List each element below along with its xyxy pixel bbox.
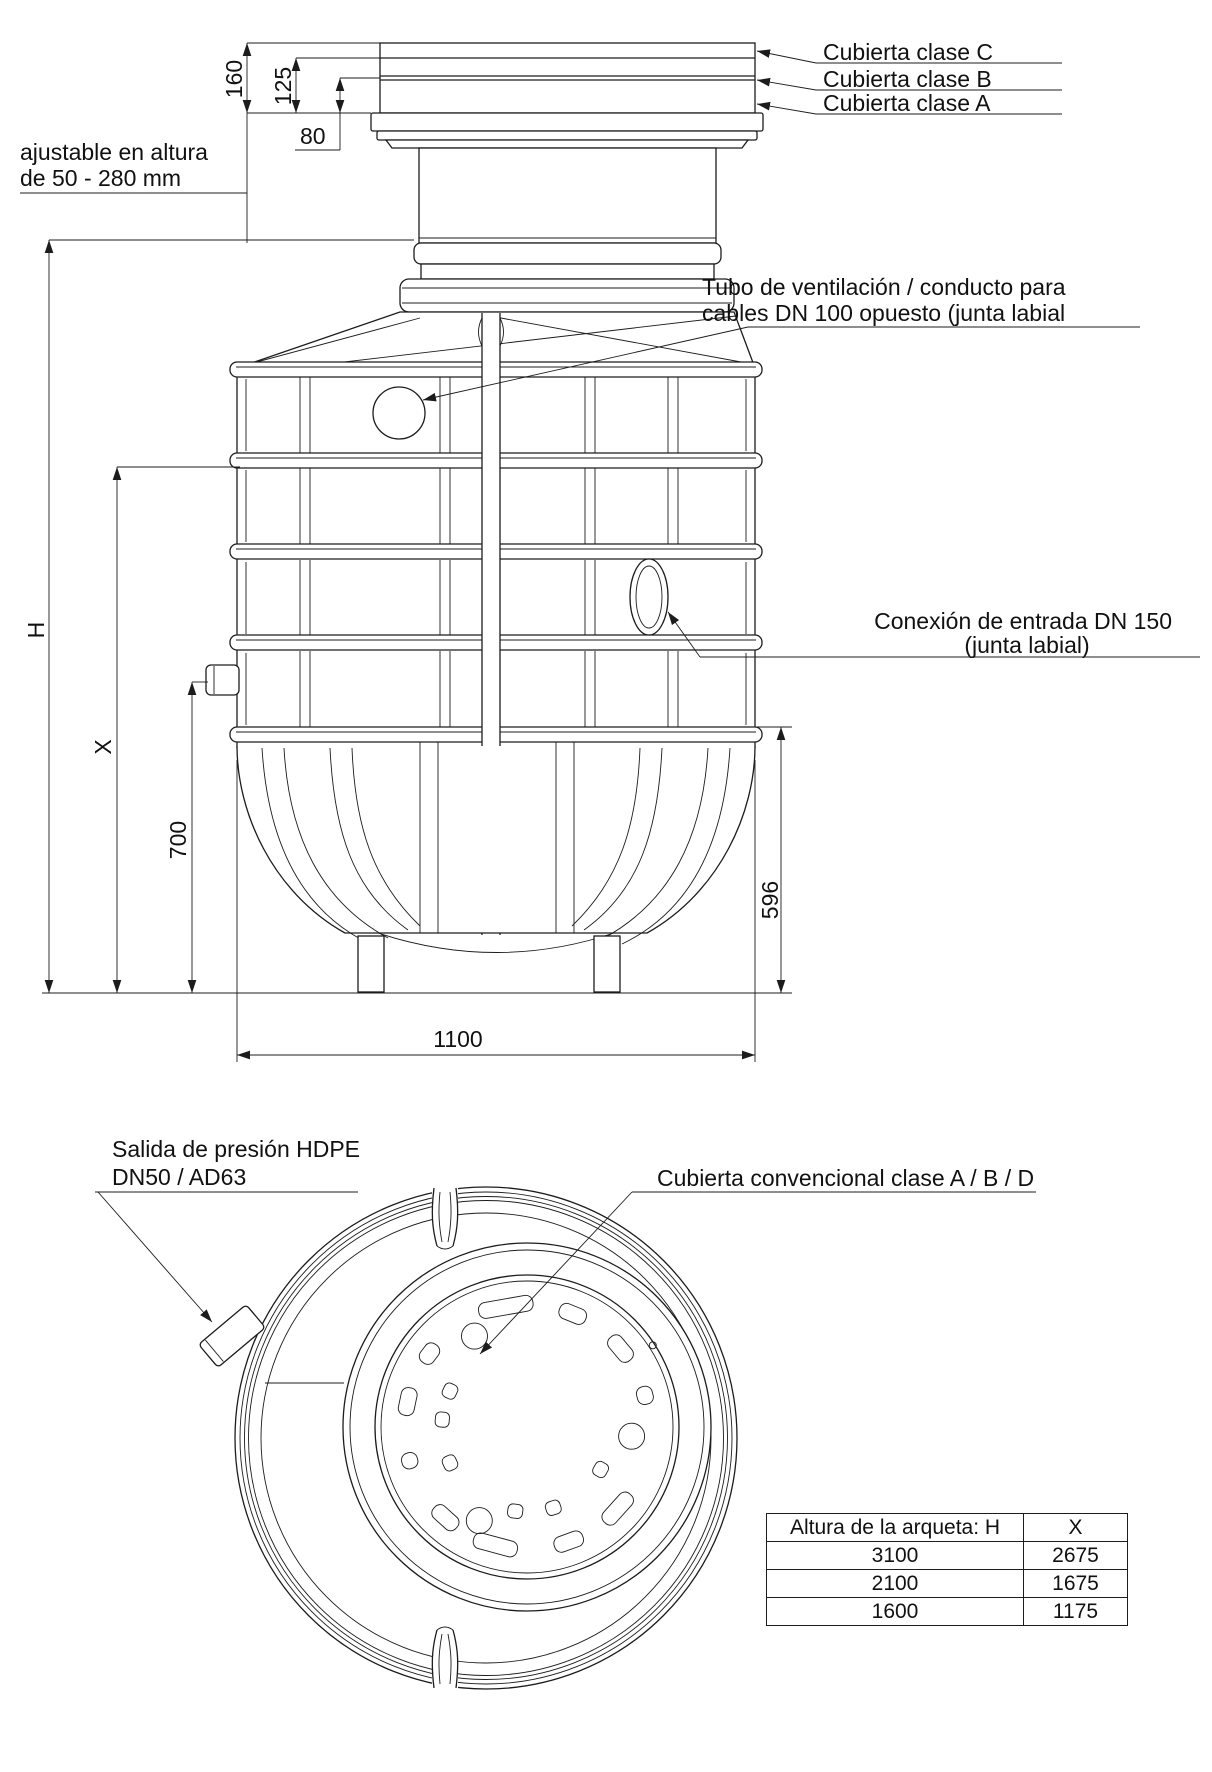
telescopic-cover <box>370 42 764 149</box>
tank-bottom <box>236 742 756 993</box>
table-cell: 2675 <box>1023 1541 1128 1570</box>
table-cell: 3100 <box>766 1541 1024 1570</box>
pressure-outlet-label-line2: DN50 / AD63 <box>112 1164 246 1190</box>
table-cell: 2100 <box>766 1569 1024 1598</box>
panel-ribs <box>245 377 747 727</box>
table-row: 3100 2675 <box>766 1541 1128 1570</box>
table-header-h: Altura de la arqueta: H <box>766 1513 1024 1542</box>
dim-H-label: H <box>23 622 49 639</box>
tank-outline-plan <box>234 1186 738 1690</box>
dim-1100-label: 1100 <box>433 1026 482 1052</box>
side-elevation-view: 160 125 80 ajustable en altura de 50 - 2… <box>20 39 1200 1062</box>
table-cell: 1175 <box>1023 1597 1128 1626</box>
pressure-outlet-label: Salida de presión HDPE DN50 / AD63 <box>95 1136 360 1323</box>
dimension-125: 125 <box>270 57 380 113</box>
dim-700-label: 700 <box>165 821 191 859</box>
pressure-outlet-stub-plan <box>199 1305 265 1367</box>
table-cell: 1600 <box>766 1597 1024 1626</box>
dimension-160: 160 <box>221 42 380 243</box>
dim-X-label: X <box>90 739 116 754</box>
vent-pipe-label-line2: cables DN 100 opuesto (junta labial <box>702 300 1065 326</box>
channel-notch-top <box>431 1186 459 1250</box>
dimension-1100: 1100 <box>236 760 756 1062</box>
inlet-label-line1: Conexión de entrada DN 150 <box>874 608 1172 634</box>
cover-class-b-text: Cubierta clase B <box>823 66 992 92</box>
dimension-H: H <box>23 239 414 993</box>
table-row: 2100 1675 <box>766 1569 1128 1598</box>
cover-class-c-label: Cubierta clase C <box>756 39 1062 65</box>
cover-class-a-label: Cubierta clase A <box>756 90 1062 116</box>
inlet-label-line2: (junta labial) <box>964 632 1089 658</box>
inlet-socket <box>629 558 669 636</box>
vent-pipe-label-line1: Tubo de ventilación / conducto para <box>702 274 1066 300</box>
dimension-596: 596 <box>757 726 792 993</box>
vent-pipe-label: Tubo de ventilación / conducto para cabl… <box>422 274 1140 402</box>
cover-slot-pattern <box>397 1294 657 1558</box>
tank-body <box>205 313 763 935</box>
dim-125-label: 125 <box>270 67 296 105</box>
dimension-X: X <box>90 466 240 993</box>
riser-neck <box>399 147 735 313</box>
vent-hole <box>372 386 426 440</box>
table-cell: 1675 <box>1023 1569 1128 1598</box>
riser-rings-plan <box>342 1242 712 1612</box>
inlet-label: Conexión de entrada DN 150 (junta labial… <box>667 608 1200 658</box>
cover-class-b-label: Cubierta clase B <box>756 66 1062 92</box>
dim-80-label: 80 <box>300 123 326 149</box>
dim-596-label: 596 <box>757 881 783 919</box>
plan-view: Salida de presión HDPE DN50 / AD63 Cubie… <box>95 1136 1036 1690</box>
dim-160-label: 160 <box>221 60 247 98</box>
dimension-80: 80 <box>295 77 380 151</box>
height-table: Altura de la arqueta: H X 3100 2675 2100… <box>766 1513 1128 1626</box>
dimension-700: 700 <box>165 681 208 993</box>
adjustable-note-line1: ajustable en altura <box>20 139 208 165</box>
conventional-cover-label: Cubierta convencional clase A / B / D <box>479 1165 1036 1355</box>
table-header-x: X <box>1023 1513 1128 1542</box>
cover-class-a-text: Cubierta clase A <box>823 90 991 116</box>
pressure-outlet-label-line1: Salida de presión HDPE <box>112 1136 360 1162</box>
adjustable-note: ajustable en altura de 50 - 280 mm <box>20 139 247 194</box>
cover-class-c-text: Cubierta clase C <box>823 39 993 65</box>
pressure-outlet-stub-side <box>205 664 240 696</box>
adjustable-note-line2: de 50 - 280 mm <box>20 165 181 191</box>
table-header-row: Altura de la arqueta: H X <box>766 1513 1128 1542</box>
channel-notch-bottom <box>431 1626 459 1690</box>
conventional-cover-text: Cubierta convencional clase A / B / D <box>657 1165 1034 1191</box>
table-row: 1600 1175 <box>766 1597 1128 1626</box>
